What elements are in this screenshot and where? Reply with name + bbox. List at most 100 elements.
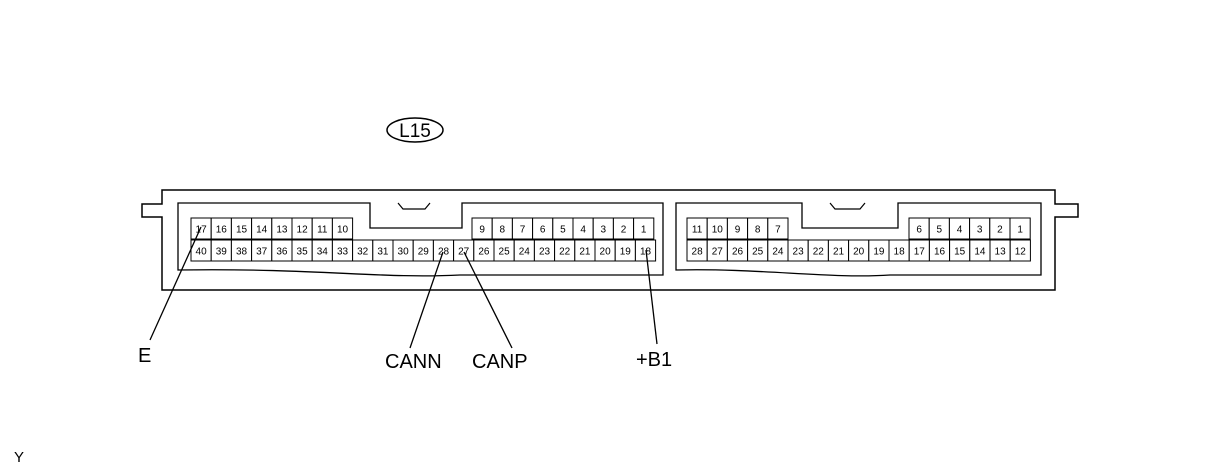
connector-a-key	[397, 202, 431, 210]
pin-number: 16	[216, 225, 228, 236]
pin-number: 27	[458, 247, 470, 258]
connector-b-key	[829, 202, 866, 210]
pin-number: 10	[712, 225, 724, 236]
pin-number: 14	[256, 225, 268, 236]
pin-cell: 7	[511, 217, 534, 240]
pin-cell: 7	[767, 217, 789, 240]
pin-number: 11	[692, 225, 703, 236]
callout-b1: +B1	[636, 349, 672, 371]
pin-cell: 22	[554, 239, 576, 262]
pin-cell: 9	[726, 217, 749, 240]
pin-number: 6	[916, 225, 922, 236]
pin-number: 25	[499, 247, 511, 258]
pin-cell: 14	[251, 217, 273, 240]
pin-cell: 15	[230, 217, 253, 240]
pin-number: 26	[478, 247, 490, 258]
pin-cell: 3	[969, 217, 991, 240]
pin-cell: 10	[331, 217, 354, 240]
pin-number: 7	[775, 225, 781, 236]
pin-cell: 22	[807, 239, 829, 262]
pin-number: 7	[520, 225, 526, 236]
pin-number: 27	[712, 247, 724, 258]
pin-number: 12	[1015, 247, 1027, 258]
pin-cell: 2	[612, 217, 635, 240]
pin-number: 33	[337, 247, 349, 258]
connector-id-label: L15	[399, 121, 431, 142]
pin-cell: 15	[949, 239, 971, 262]
pin-number: 28	[692, 247, 704, 258]
pin-cell: 37	[251, 239, 273, 262]
pin-cell: 28	[432, 239, 455, 262]
pin-cell: 1	[633, 217, 655, 240]
pin-number: 9	[479, 225, 485, 236]
pin-number: 10	[337, 225, 349, 236]
pin-number: 32	[357, 247, 369, 258]
pin-cell: 1	[1009, 217, 1031, 240]
pin-cell: 29	[412, 239, 434, 262]
pin-cell: 13	[271, 217, 293, 240]
pin-number: 6	[540, 225, 546, 236]
pin-cell: 24	[513, 239, 535, 262]
pin-cell: 31	[372, 239, 394, 262]
pin-cell: 23	[787, 239, 809, 262]
leader-line-canp	[463, 251, 513, 349]
pin-number: 13	[276, 225, 288, 236]
pin-cell: 21	[574, 239, 596, 262]
callout-canp: CANP	[472, 351, 528, 373]
connector-b-body	[675, 202, 1042, 277]
pin-cell: 17	[908, 239, 930, 262]
pin-cell: 10	[706, 217, 728, 240]
pin-cell: 3	[592, 217, 614, 240]
pin-cell: 21	[827, 239, 850, 262]
corner-mark: Y	[14, 449, 24, 466]
pin-number: 17	[914, 247, 926, 258]
pin-cell: 12	[291, 217, 313, 240]
pin-number: 22	[813, 247, 825, 258]
pin-cell: 8	[491, 217, 513, 240]
pin-number: 25	[752, 247, 764, 258]
pin-cell: 23	[533, 239, 556, 262]
pin-cell: 32	[352, 239, 374, 262]
pin-number: 5	[560, 225, 566, 236]
pin-number: 17	[196, 225, 208, 236]
pin-number: 1	[1017, 225, 1023, 236]
pin-cell: 24	[767, 239, 789, 262]
pin-cell: 20	[848, 239, 870, 262]
pin-cell: 26	[726, 239, 749, 262]
pin-cell: 6	[532, 217, 554, 240]
pin-cell: 38	[230, 239, 253, 262]
pin-number: 8	[500, 225, 506, 236]
callout-cann: CANN	[385, 351, 442, 373]
pin-number: 22	[559, 247, 571, 258]
pin-cell: 18	[888, 239, 910, 262]
pin-cell: 11	[686, 217, 708, 240]
pin-cell: 16	[928, 239, 951, 262]
pin-number: 12	[297, 225, 309, 236]
pin-cell: 39	[210, 239, 232, 262]
pin-cell: 26	[473, 239, 495, 262]
pin-number: 24	[772, 247, 784, 258]
pin-number: 3	[601, 225, 607, 236]
pin-number: 24	[519, 247, 531, 258]
pin-number: 31	[377, 247, 389, 258]
pin-number: 21	[579, 247, 591, 258]
pin-number: 19	[873, 247, 885, 258]
leader-line-e	[149, 226, 202, 341]
pin-number: 23	[793, 247, 805, 258]
pin-cell: 17	[190, 217, 212, 240]
pin-cell: 4	[948, 217, 971, 240]
connector-housing	[141, 189, 1079, 291]
pin-cell: 4	[572, 217, 594, 240]
pin-number: 9	[735, 225, 741, 236]
leader-line-cann	[409, 251, 444, 349]
pin-cell: 5	[552, 217, 574, 240]
pin-number: 40	[196, 247, 208, 258]
pin-number: 19	[620, 247, 632, 258]
pin-box	[633, 217, 655, 240]
pin-box	[767, 217, 789, 240]
connector-id-badge: L15	[386, 117, 444, 143]
